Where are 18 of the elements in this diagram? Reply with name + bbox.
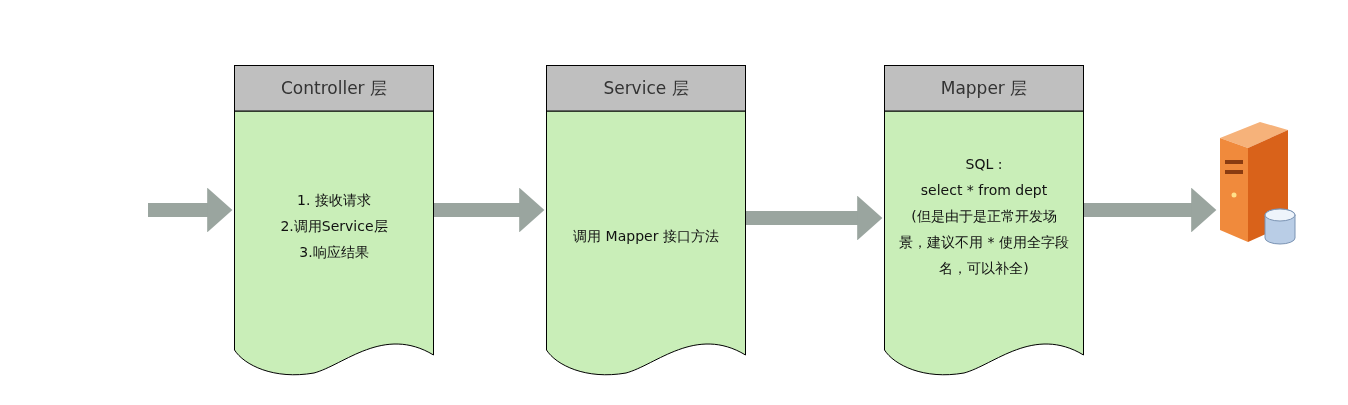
body-text: select * from dept [920, 181, 1048, 200]
server-icon [1218, 120, 1298, 245]
document-box [234, 65, 434, 375]
body-text: 调用 Mapper 接口方法 [573, 227, 719, 246]
body-text: SQL : [965, 155, 1003, 174]
layer-title: Mapper 层 [940, 76, 1028, 100]
layer-title: Service 层 [603, 76, 689, 100]
block-arrow [434, 187, 545, 233]
block-arrow [1084, 187, 1217, 233]
block-arrow [746, 195, 883, 241]
document-box [546, 65, 746, 375]
body-text: 2.调用Service层 [280, 217, 388, 236]
block-arrow [148, 187, 233, 233]
document-box [884, 65, 1084, 375]
body-text: 3.响应结果 [299, 243, 369, 262]
body-text: (但是由于是正常开发场景，建议不用 * 使用全字段名，可以补全) [899, 207, 1069, 278]
layer-title: Controller 层 [281, 76, 387, 100]
body-text: 1. 接收请求 [297, 191, 371, 210]
